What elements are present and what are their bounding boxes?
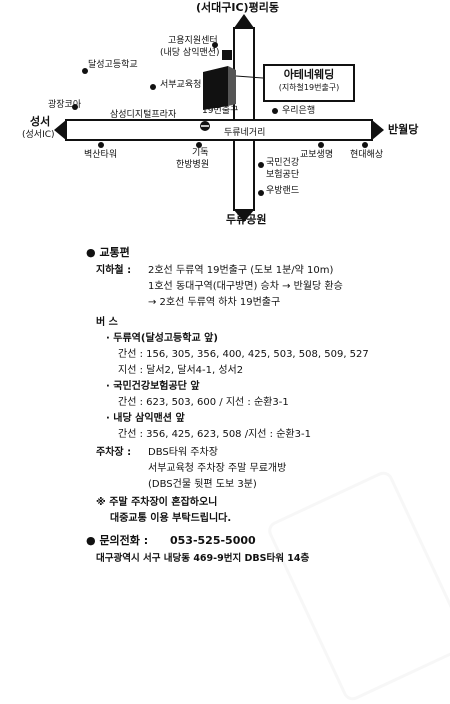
venue-name: 아테네웨딩 <box>283 68 335 81</box>
gwangjang-label: 광장코아 <box>48 100 82 110</box>
parking-line-1: DBS타워 주차장 <box>148 447 218 458</box>
left-road-sub-label: (성서IC) <box>22 130 55 140</box>
employment-center-label: 고용지원센터 <box>168 36 218 46</box>
venue-label-box: 아테네웨딩 (지하철19번출구) <box>263 64 355 102</box>
seobu-edu-label: 서부교육청 <box>160 80 202 90</box>
subway-line-1: 2호선 두류역 19번출구 (도보 1분/약 10m) <box>148 265 334 276</box>
bus-label: 버 스 <box>96 317 118 328</box>
south-arrow-icon <box>234 210 254 222</box>
hyundai-marine-dot <box>362 142 368 148</box>
top-road-label: (서대구IC)평리동 <box>196 1 279 14</box>
nhis-label: 국민건강 <box>266 158 300 168</box>
nhis-sub-label: 보험공단 <box>266 170 300 180</box>
kidok-sub-label: 한방병원 <box>176 160 210 170</box>
venue-building-icon <box>203 66 228 110</box>
employment-center-marker <box>222 50 232 60</box>
location-map: (서대구IC)평리동 두류공원 성서 (성서IC) 반월당 아테네웨딩 (지하철… <box>0 0 450 240</box>
kidok-dot <box>196 142 202 148</box>
horizontal-road <box>65 119 373 141</box>
byeoksan-dot <box>98 142 104 148</box>
dalseong-hs-dot <box>82 68 88 74</box>
woobang-label: 우방랜드 <box>266 186 300 196</box>
bus-stop-1-trunk: 간선 : 156, 305, 356, 400, 425, 503, 508, … <box>118 349 369 360</box>
right-road-label: 반월당 <box>388 123 419 136</box>
byeoksan-label: 벽산타워 <box>84 150 118 160</box>
hyundai-marine-label: 현대해상 <box>350 150 384 160</box>
north-arrow-icon <box>234 14 254 28</box>
watermark <box>264 468 450 704</box>
kyobo-label: 교보생명 <box>300 150 334 160</box>
address: 대구광역시 서구 내당동 469-9번지 DBS타워 14층 <box>96 553 310 564</box>
directions-info: 교통편 지하철 : 2호선 두류역 19번출구 (도보 1분/약 10m) 1호… <box>0 238 450 704</box>
notice-line-1: ※ 주말 주차장이 혼잡하오니 <box>96 497 218 508</box>
employment-center-sub-label: (내당 삼익맨션) <box>160 48 220 58</box>
samsung-plaza-label: 삼성디지털프라자 <box>110 110 177 120</box>
employment-center-dot <box>212 42 218 48</box>
parking-label: 주차장 : <box>96 447 132 458</box>
venue-exit: (지하철19번출구) <box>278 83 340 92</box>
venue-building-side <box>228 66 236 106</box>
transport-title: 교통편 <box>86 246 129 259</box>
nhis-dot <box>258 162 264 168</box>
west-arrow-icon <box>54 120 66 140</box>
east-arrow-icon <box>372 120 384 140</box>
seobu-edu-dot <box>150 84 156 90</box>
subway-label: 지하철 : <box>96 265 132 276</box>
kyobo-dot <box>318 142 324 148</box>
woobang-dot <box>258 190 264 196</box>
exit19-label: 19번출구 <box>202 106 239 116</box>
bus-stop-2-line: 간선 : 623, 503, 600 / 지선 : 순환3-1 <box>118 397 289 408</box>
bus-stop-1-title: · 두류역(달성고등학교 앞) <box>106 333 218 344</box>
kidok-label: 기독 <box>192 148 209 158</box>
notice-line-2: 대중교통 이용 부탁드립니다. <box>110 513 232 524</box>
bus-stop-3-title: · 내당 삼익맨션 앞 <box>106 413 185 424</box>
bus-stop-1-branch: 지선 : 달서2, 달서4-1, 성서2 <box>118 365 244 376</box>
intersection <box>235 121 253 139</box>
parking-line-2: 서부교육청 주차장 주말 무료개방 <box>148 463 287 474</box>
parking-line-3: (DBS건물 뒷편 도보 3분) <box>148 479 257 490</box>
phone-label: 문의전화 : <box>86 534 148 547</box>
bus-stop-3-line: 간선 : 356, 425, 623, 508 /지선 : 순환3-1 <box>118 429 311 440</box>
subway-line-2: 1호선 동대구역(대구방면) 승차 → 반월당 환승 <box>148 281 343 292</box>
subway-line-3: → 2호선 두류역 하차 19번출구 <box>148 297 281 308</box>
bus-stop-2-title: · 국민건강보험공단 앞 <box>106 381 200 392</box>
crossroad-label: 두류네거리 <box>224 128 266 138</box>
gwangjang-dot <box>72 104 78 110</box>
bottom-road-label: 두류공원 <box>226 213 267 226</box>
woori-bank-dot <box>272 108 278 114</box>
dalseong-hs-label: 달성고등학교 <box>88 60 138 70</box>
road-map-graphic <box>54 14 384 222</box>
left-road-label: 성서 <box>30 115 51 128</box>
woori-bank-label: 우리은행 <box>282 106 316 116</box>
phone-number: 053-525-5000 <box>170 534 256 547</box>
